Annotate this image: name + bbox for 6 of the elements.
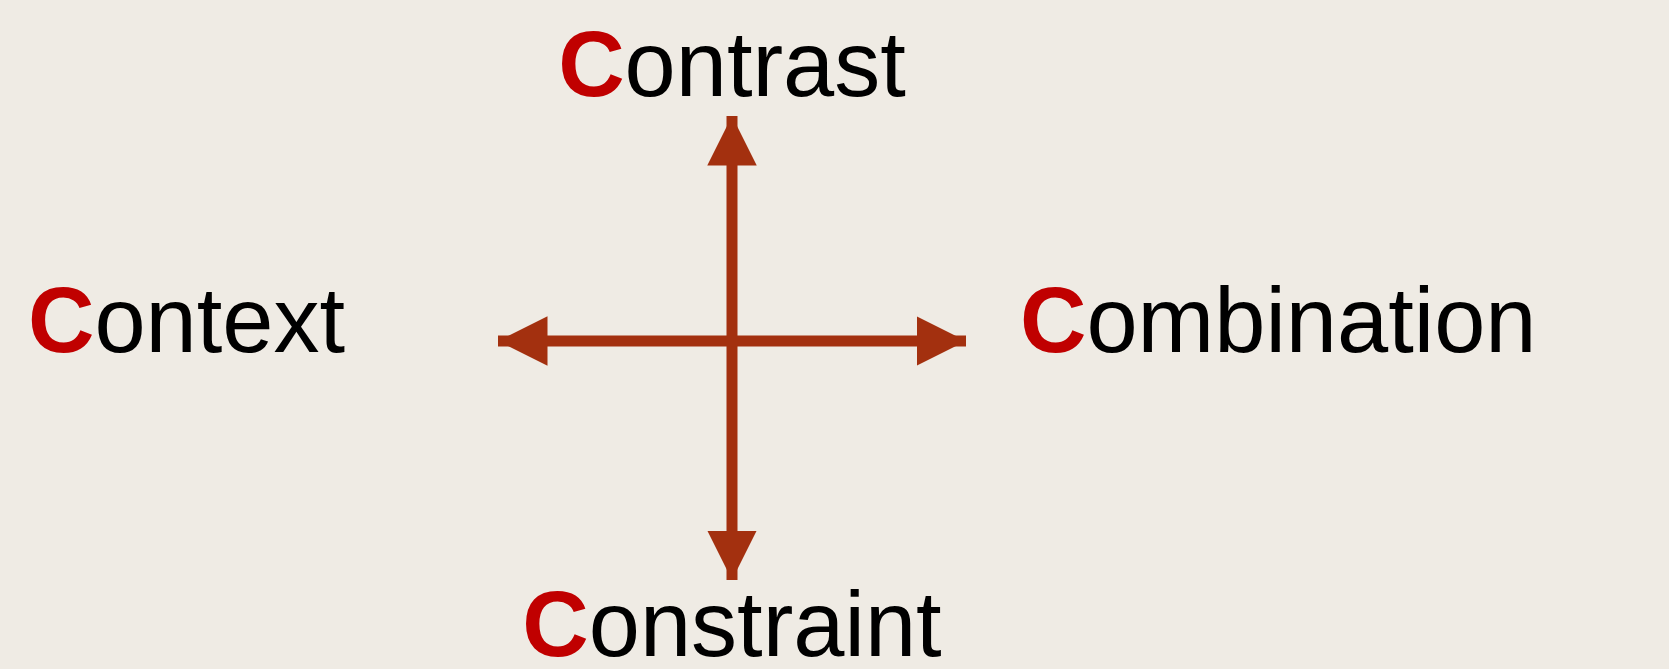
term-label: Contrast — [558, 18, 906, 110]
term-label: Constraint — [522, 578, 942, 669]
double-arrow — [707, 116, 757, 580]
double-arrow — [498, 316, 966, 366]
term-label: Combination — [1020, 274, 1537, 366]
term-label: Context — [28, 274, 346, 366]
